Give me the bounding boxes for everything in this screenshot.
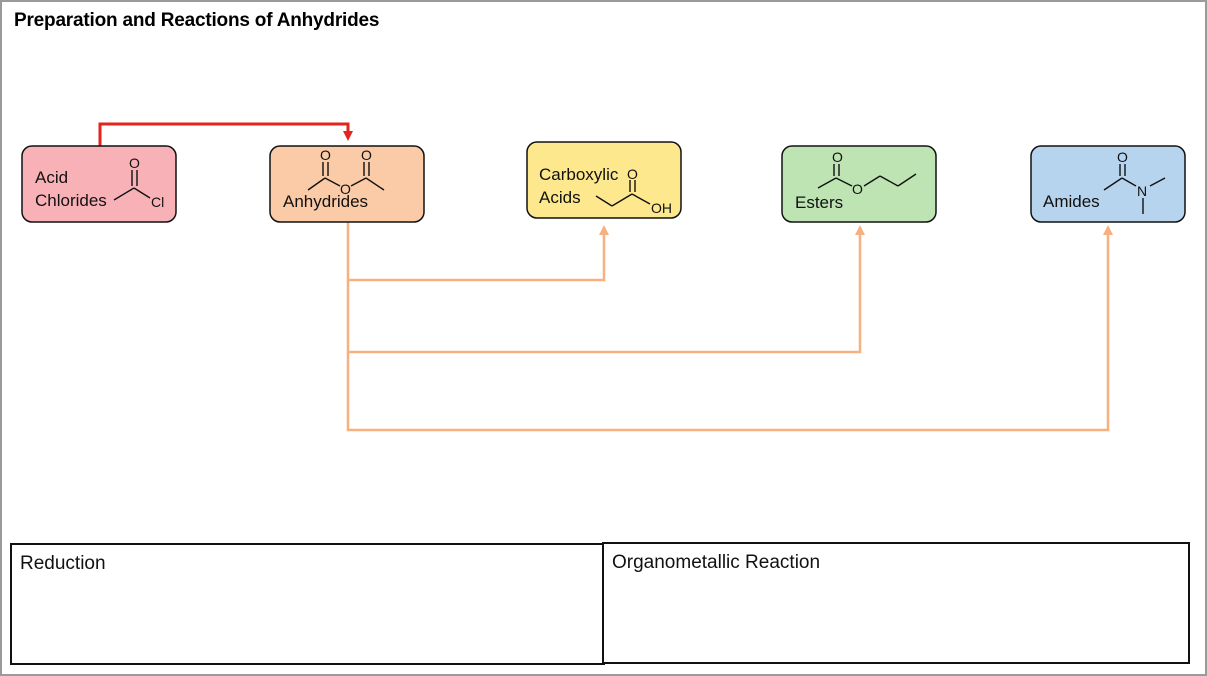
acid-chloride-oxygen: O [129, 155, 140, 171]
amide-nitrogen: N [1137, 183, 1147, 199]
ester-carbonyl-oxygen: O [832, 149, 843, 165]
anhydride-oxygen-left: O [320, 147, 331, 163]
arrow-to-amides [346, 225, 1113, 432]
esters-label: Esters [795, 193, 844, 212]
arrow-to-carboxylic-acids [346, 222, 609, 282]
carboxylic-acid-hydroxyl: OH [651, 200, 672, 216]
node-anhydrides [269, 145, 425, 223]
page-title: Preparation and Reactions of Anhydrides [14, 10, 380, 31]
acid-chlorides-line2: Chlorides [35, 191, 107, 210]
acid-chloride-structure-icon [113, 170, 151, 201]
acid-chlorides-label: Acid Chlorides [35, 166, 107, 212]
organometallic-panel: Organometallic Reaction [602, 542, 1190, 664]
anhydride-oxygen-bridge: O [340, 181, 351, 197]
node-esters [781, 145, 937, 223]
carboxylic-acids-line1: Carboxylic [539, 165, 619, 184]
ester-structure-icon [817, 164, 917, 189]
reduction-panel: Reduction [10, 543, 605, 665]
arrow-to-esters [346, 225, 865, 354]
carboxylic-acids-line2: Acids [539, 188, 581, 207]
amide-oxygen: O [1117, 149, 1128, 165]
anhydride-structure-icon [307, 162, 385, 191]
node-amides [1030, 145, 1186, 223]
acid-chlorides-line1: Acid [35, 168, 69, 187]
amides-label: Amides [1043, 192, 1100, 211]
anhydride-oxygen-right: O [361, 147, 372, 163]
node-carboxylic-acids [526, 141, 682, 219]
preparation-arrow [98, 122, 353, 146]
reduction-title: Reduction [20, 553, 106, 574]
node-acid-chlorides [21, 145, 177, 223]
reaction-diagram: O Cl O O O O OH O O [21, 122, 1186, 432]
acid-chloride-chlorine: Cl [151, 194, 164, 210]
ester-ether-oxygen: O [852, 181, 863, 197]
amide-structure-icon [1103, 164, 1166, 214]
carboxylic-acids-label: Carboxylic Acids [539, 163, 618, 209]
organometallic-title: Organometallic Reaction [612, 552, 821, 573]
anhydrides-label: Anhydrides [283, 192, 369, 211]
carboxylic-acid-oxygen: O [627, 166, 638, 182]
carboxylic-acid-structure-icon [595, 180, 651, 207]
